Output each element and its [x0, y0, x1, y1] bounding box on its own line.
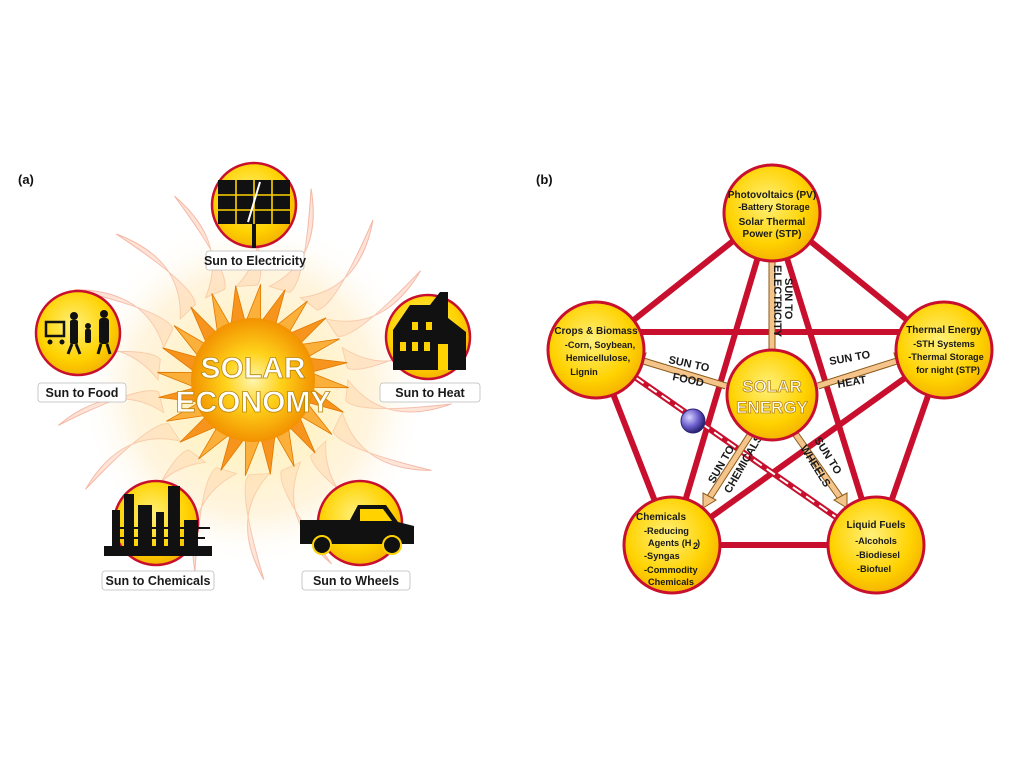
panel-b-letter: (b): [536, 172, 553, 187]
crops-line-3: Lignin: [570, 367, 598, 377]
item-sun-to-heat: Sun to Heat: [379, 292, 481, 403]
chemicals-line-2: Agents (H: [648, 538, 692, 548]
chemicals-line-1: -Reducing: [644, 526, 689, 536]
node-crops-biomass: Crops & Biomass -Corn, Soybean, Hemicell…: [546, 300, 646, 400]
pv-line-1: -Battery Storage: [738, 202, 809, 212]
crops-title: Crops & Biomass: [554, 326, 638, 337]
node-solar-energy: SOLAR ENERGY: [725, 348, 819, 442]
thermal-line-1: -STH Systems: [913, 339, 975, 349]
label-sun-to-heat: Sun to Heat: [395, 386, 465, 400]
sun-core: [191, 318, 315, 442]
crops-line-1: -Corn, Soybean,: [565, 340, 635, 350]
node-liquid-fuels: Liquid Fuels -Alcohols -Biodiesel -Biofu…: [826, 495, 926, 595]
link-crops-liquid-dash: [595, 349, 877, 546]
item-sun-to-food: Sun to Food: [34, 289, 127, 403]
solar-energy-line1: SOLAR: [742, 377, 802, 396]
item-sun-to-chemicals: Sun to Chemicals: [101, 479, 215, 591]
panel-a: SOLAR ECONOMY Sun to Electricity: [34, 161, 481, 591]
liquid-line-3: -Biofuel: [857, 564, 891, 574]
item-sun-to-electricity: Sun to Electricity: [204, 161, 306, 271]
chemicals-title: Chemicals: [636, 512, 686, 523]
item-sun-to-wheels: Sun to Wheels: [300, 479, 414, 591]
arrow-heat-line1: SUN TO: [828, 349, 871, 368]
panel-a-letter: (a): [18, 172, 34, 187]
pv-title: Photovoltaics (PV): [728, 190, 816, 201]
label-sun-to-electricity: Sun to Electricity: [204, 254, 306, 268]
solar-economy-title-1: SOLAR: [201, 352, 306, 385]
label-sun-to-wheels: Sun to Wheels: [313, 574, 399, 588]
truck-icon: [300, 505, 414, 555]
solar-economy-title-2: ECONOMY: [175, 386, 330, 419]
liquid-line-1: -Alcohols: [855, 536, 897, 546]
solar-energy-line2: ENERGY: [736, 398, 808, 417]
label-sun-to-chemicals: Sun to Chemicals: [106, 574, 211, 588]
thermal-line-3: for night (STP): [916, 365, 980, 375]
chemicals-line-4: -Commodity: [644, 565, 698, 575]
arrow-electricity-line2: ELECTRICITY: [771, 265, 783, 338]
arrow-heat-line2: HEAT: [836, 374, 867, 391]
house-icon: [393, 292, 466, 370]
arrows: [631, 242, 909, 509]
factory-icon: [104, 486, 212, 556]
liquid-title: Liquid Fuels: [847, 520, 906, 531]
arrow-electricity-line1: SUN TO: [782, 278, 794, 320]
chemicals-after-sub: ): [697, 538, 700, 548]
label-sun-to-food: Sun to Food: [46, 386, 119, 400]
pv-title-2: Solar Thermal: [739, 217, 806, 228]
solar-panel-icon: [218, 180, 290, 248]
link-pv-chemicals: [669, 207, 775, 548]
node-chemicals: Chemicals -Reducing Agents (H 2 ) -Synga…: [622, 495, 722, 595]
arrow-food-line2: FOOD: [671, 371, 705, 389]
node-photovoltaics: Photovoltaics (PV) -Battery Storage Sola…: [722, 163, 822, 263]
thermal-line-2: -Thermal Storage: [908, 352, 984, 362]
crops-line-2: Hemicellulose,: [566, 353, 630, 363]
chemicals-line-3: -Syngas: [644, 551, 680, 561]
thermal-title: Thermal Energy: [906, 325, 982, 336]
liquid-line-2: -Biodiesel: [856, 550, 900, 560]
panel-b: SUN TO ELECTRICITY SUN TO HEAT SUN TO FO…: [546, 163, 994, 595]
link-pv-liquid: [769, 207, 879, 548]
reactor-ball-icon: [680, 408, 706, 434]
pv-title-3: Power (STP): [743, 229, 802, 240]
shopping-family-icon: [44, 310, 112, 355]
node-thermal-energy: Thermal Energy -STH Systems -Thermal Sto…: [894, 300, 994, 400]
chemicals-line-5: Chemicals: [648, 577, 694, 587]
chemicals-subscript: 2: [693, 541, 698, 551]
